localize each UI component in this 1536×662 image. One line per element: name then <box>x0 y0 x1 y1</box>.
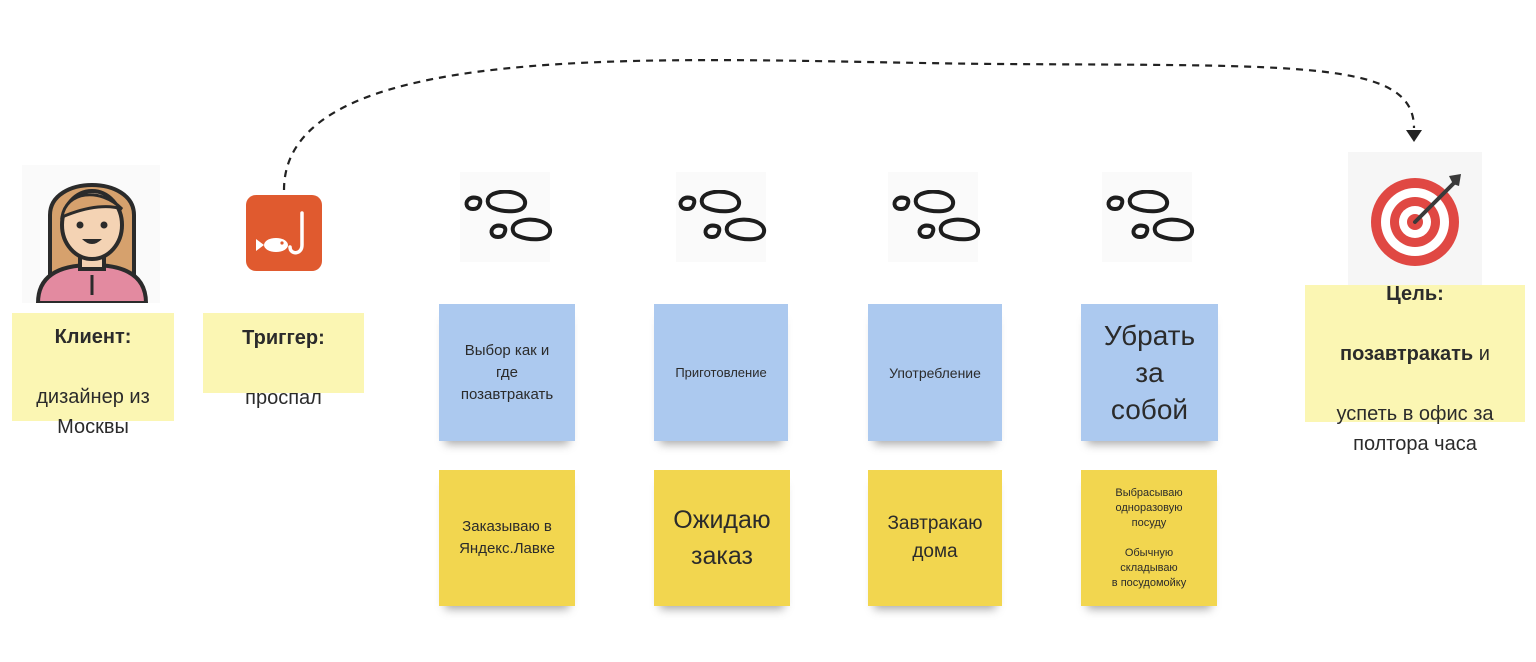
fishhook-icon <box>256 211 304 255</box>
goal-label-connector: и <box>1473 342 1490 365</box>
action-text-4: Убрать за собой <box>1103 320 1196 425</box>
detail-text-3: Завтракаю дома <box>887 513 983 562</box>
goal-label-note: Цель: позавтракать и успеть в офис за по… <box>1305 282 1525 455</box>
detail-text-2: Ожидаю заказ <box>673 506 771 570</box>
action-text-3: Употребление <box>889 364 981 381</box>
step1-icon-background <box>460 172 550 262</box>
goal-label-title: Цель: <box>1386 282 1444 305</box>
client-label-text: дизайнер из Москвы <box>36 386 150 438</box>
trigger-label-title: Триггер: <box>242 327 325 349</box>
detail-sticky-1: Заказываю в Яндекс.Лавке <box>439 470 575 606</box>
action-text-2: Приготовление <box>675 364 767 380</box>
detail-text-4: Выбрасываю одноразовую посуду Обычную ск… <box>1111 486 1187 589</box>
footprints-icon <box>464 190 553 242</box>
client-label-title: Клиент: <box>54 326 132 348</box>
step2-icon-background <box>676 172 766 262</box>
action-sticky-1: Выбор как и где позавтракать <box>439 304 575 441</box>
action-sticky-4: Убрать за собой <box>1081 304 1218 441</box>
step4-icon-background <box>1102 172 1192 262</box>
footprints-icon <box>678 190 767 242</box>
woman-avatar-icon <box>35 183 149 303</box>
action-text-1: Выбор как и где позавтракать <box>460 341 554 403</box>
detail-sticky-3: Завтракаю дома <box>868 470 1002 606</box>
action-sticky-3: Употребление <box>868 304 1002 441</box>
goal-label-bold-word: позавтракать <box>1340 342 1474 365</box>
client-label-note: Клиент: дизайнер из Москвы <box>12 313 174 438</box>
trigger-icon <box>246 195 322 271</box>
step3-icon-background <box>888 172 978 262</box>
trigger-label-text: проспал <box>245 387 322 409</box>
footprints-icon <box>1106 190 1195 242</box>
trigger-label-note: Триггер: проспал <box>203 313 364 409</box>
detail-sticky-2: Ожидаю заказ <box>654 470 790 606</box>
goal-label-text: успеть в офис за полтора часа <box>1336 402 1494 455</box>
detail-text-1: Заказываю в Яндекс.Лавке <box>459 518 555 557</box>
detail-sticky-4: Выбрасываю одноразовую посуду Обычную ск… <box>1081 470 1217 606</box>
action-sticky-2: Приготовление <box>654 304 788 441</box>
target-icon <box>1371 174 1461 266</box>
footprints-icon <box>892 190 981 242</box>
